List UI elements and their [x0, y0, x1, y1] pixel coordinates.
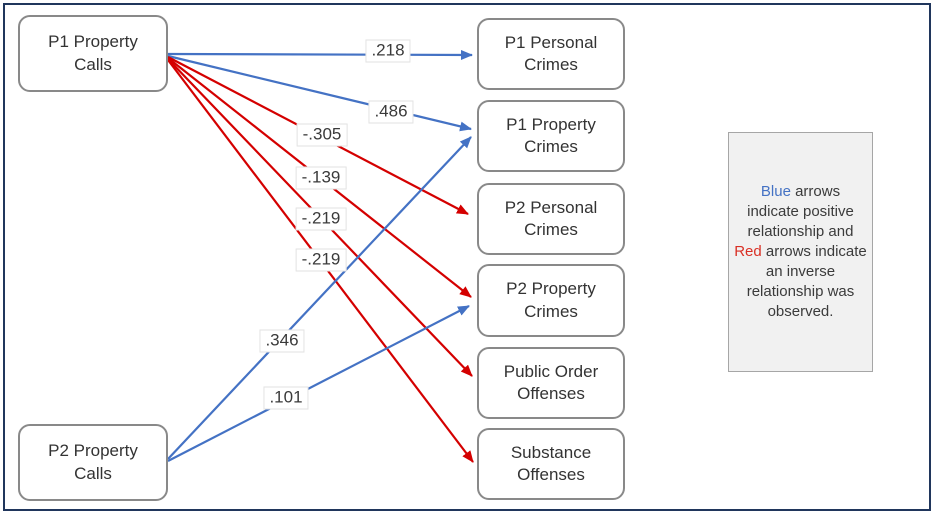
node-substance-offenses: Substance Offenses	[477, 428, 625, 500]
edge-label-346: .346	[259, 329, 305, 353]
node-p2-property-crimes: P2 Property Crimes	[477, 264, 625, 337]
legend-red-word: Red	[734, 243, 762, 261]
arrow-p2-calls-to-p1-property-crimes	[167, 136, 472, 460]
arrow-p1-calls-to-p1-property-crimes	[167, 54, 472, 132]
edge-label-486: .486	[368, 100, 414, 124]
edge-label-neg-139: -.139	[295, 166, 347, 190]
node-p2-personal-crimes: P2 Personal Crimes	[477, 183, 625, 255]
node-p1-property-crimes: P1 Property Crimes	[477, 100, 625, 172]
legend-text-after-blue: arrows indicate positive relationship an…	[747, 183, 854, 241]
edge-label-neg-305: -.305	[296, 123, 348, 147]
node-p1-property-calls: P1 Property Calls	[18, 15, 168, 92]
node-p1-personal-crimes: P1 Personal Crimes	[477, 18, 625, 90]
node-public-order-offenses: Public Order Offenses	[477, 347, 625, 419]
edge-label-neg-219-a: -.219	[295, 207, 347, 231]
legend-text: Blue arrows indicate positive relationsh…	[734, 182, 867, 322]
edge-label-neg-219-b: -.219	[295, 248, 347, 272]
node-p2-property-calls: P2 Property Calls	[18, 424, 168, 501]
edge-label-218: .218	[365, 39, 411, 63]
legend-blue-word: Blue	[760, 183, 791, 201]
arrow-p2-calls-to-p2-property-crimes	[167, 305, 470, 462]
arrow-p1-calls-to-p1-personal-crimes	[167, 49, 473, 60]
edge-label-101: .101	[263, 386, 309, 410]
legend-box: Blue arrows indicate positive relationsh…	[728, 132, 873, 372]
legend-text-after-red: arrows indicate an inverse relationship …	[746, 243, 867, 320]
